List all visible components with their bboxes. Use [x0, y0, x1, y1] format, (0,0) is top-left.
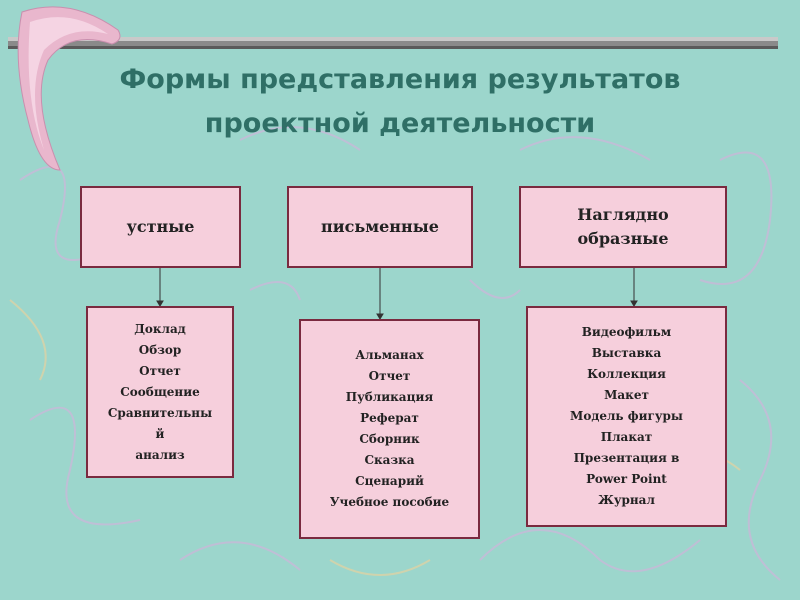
list-item: Отчет — [139, 363, 181, 378]
connectors — [156, 267, 638, 320]
list-item: Сценарий — [355, 474, 424, 488]
category-oral: устные — [80, 186, 241, 268]
list-item: Реферат — [360, 411, 419, 425]
list-item: Видеофильм — [581, 325, 672, 339]
list-item: Сообщение — [120, 384, 200, 399]
category-label: устные — [126, 217, 195, 236]
title-line: проектной деятельности — [204, 108, 596, 139]
list-item: анализ — [135, 447, 185, 462]
list-item: Выставка — [591, 346, 662, 360]
list-item: Сказка — [364, 453, 415, 467]
title-line: Формы представления результатов — [119, 64, 681, 95]
list-item: Сравнительны — [107, 405, 213, 420]
list-item: Обзор — [138, 342, 182, 357]
list-item: Макет — [604, 388, 649, 402]
oral-items-box: Доклад Обзор Отчет Сообщение Сравнительн… — [86, 306, 234, 478]
category-label: образные — [577, 229, 669, 248]
category-visual: Наглядно образные — [519, 186, 727, 268]
visual-items-box: Видеофильм Выставка Коллекция Макет Моде… — [526, 306, 727, 527]
list-item: Учебное пособие — [329, 495, 450, 509]
list-item: Публикация — [345, 390, 434, 404]
list-item: Презентация в — [573, 451, 680, 465]
list-item: Отчет — [368, 369, 411, 383]
written-items-box: Альманах Отчет Публикация Реферат Сборни… — [299, 319, 480, 539]
list-item: Доклад — [134, 321, 186, 336]
list-item: Коллекция — [587, 367, 666, 381]
list-item: й — [155, 426, 165, 441]
list-item: Альманах — [355, 348, 424, 362]
list-item: Модель фигуры — [570, 409, 683, 423]
category-label: письменные — [321, 217, 439, 236]
list-item: Журнал — [598, 493, 655, 507]
list-item: Сборник — [359, 432, 420, 446]
list-item: Power Point — [586, 472, 667, 486]
category-written: письменные — [287, 186, 473, 268]
page-title: Формы представления результатов проектно… — [90, 58, 710, 146]
list-item: Плакат — [600, 430, 653, 444]
category-label: Наглядно — [577, 205, 669, 224]
